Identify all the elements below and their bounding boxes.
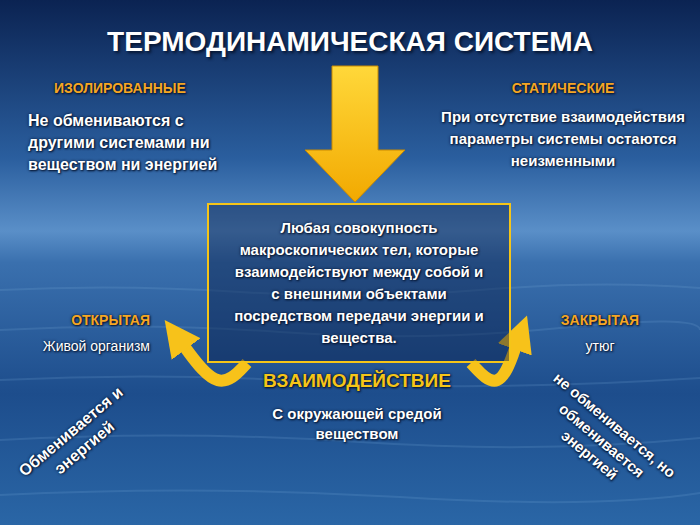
category-heading: ЗАКРЫТАЯ xyxy=(550,312,650,338)
interaction-heading: ВЗАИМОДЕЙСТВИЕ xyxy=(227,369,487,394)
definition-text: Любая совокупность макроскопических тел,… xyxy=(234,217,484,349)
example-text: Живой организм xyxy=(14,338,150,354)
category-body: При отсутствие взаимодействия параметры … xyxy=(430,106,696,172)
interaction-note: С окружающей средой веществом xyxy=(257,404,457,443)
category-heading: ОТКРЫТАЯ xyxy=(14,312,150,338)
example-text: утюг xyxy=(550,338,650,354)
category-group: ЗАКРЫТАЯутюг xyxy=(550,312,650,354)
category-body: Не обмениваются с другими системами ни в… xyxy=(28,110,238,176)
definition-box: Любая совокупность макроскопических тел,… xyxy=(207,203,511,363)
category-group: ИЗОЛИРОВАННЫЕНе обмениваются с другими с… xyxy=(28,80,238,176)
category-heading: СТАТИЧЕСКИЕ xyxy=(430,80,696,106)
category-group: ОТКРЫТАЯЖивой организм xyxy=(14,312,150,354)
category-group: СТАТИЧЕСКИЕПри отсутствие взаимодействия… xyxy=(430,80,696,172)
category-heading: ИЗОЛИРОВАННЫЕ xyxy=(28,80,238,110)
diagram-title: ТЕРМОДИНАМИЧЕСКАЯ СИСТЕМА xyxy=(0,26,700,58)
down-arrow xyxy=(305,66,405,202)
